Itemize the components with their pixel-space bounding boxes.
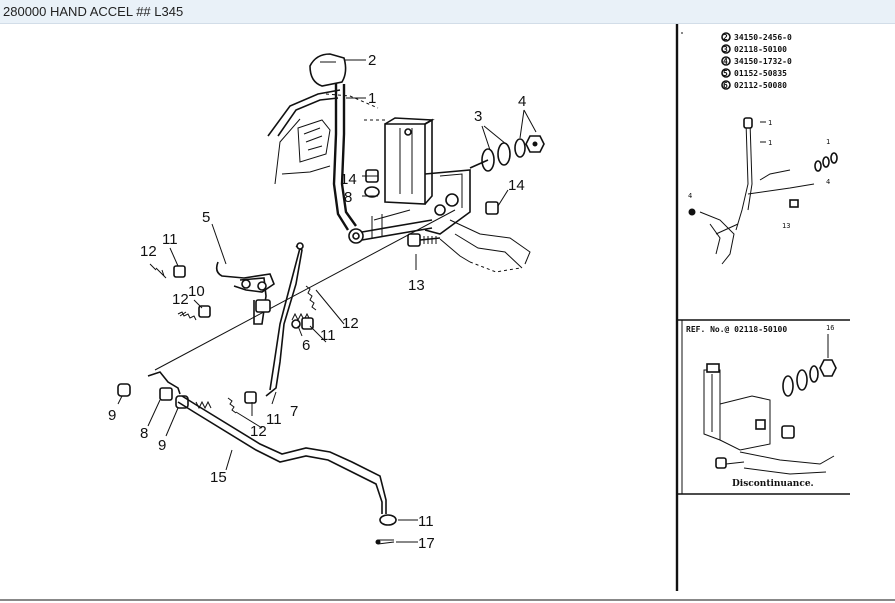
callout-11-rod-end: 11 — [418, 513, 434, 530]
ref-part-3: 34150-1732-0 — [734, 57, 792, 66]
callout-9-left: 9 — [108, 407, 116, 424]
page-title: 280000 HAND ACCEL ## L345 — [3, 4, 184, 19]
inset-panels: 2 34150-2456-0 3 02118-50100 4 34150-173… — [675, 24, 850, 591]
inset-top-label-2: 1 — [768, 139, 772, 147]
nut-stack-4 — [514, 135, 545, 158]
callout-11-lower: 11 — [266, 411, 282, 428]
callout-12-left: 12 — [140, 243, 157, 260]
body-panel-outline — [267, 89, 385, 185]
callout-7: 7 — [290, 403, 298, 420]
callout-5: 5 — [202, 209, 210, 226]
callout-8-lower: 8 — [140, 425, 148, 442]
ref-num-4: 5 — [723, 69, 728, 78]
ref-num-1: 2 — [723, 33, 728, 42]
callout-13: 13 — [408, 277, 425, 294]
pin-12-left — [155, 267, 167, 279]
callout-9-lower: 9 — [158, 437, 166, 454]
bell-crank-5 — [215, 261, 275, 325]
control-rod-7 — [265, 242, 304, 397]
inset-note: Discontinuance. — [732, 479, 814, 489]
nut-14-right — [485, 201, 499, 215]
callout-12-lower: 12 — [250, 423, 267, 440]
bolt-13 — [407, 233, 441, 247]
callout-2: 2 — [368, 52, 376, 69]
link-arm-8 — [147, 371, 181, 401]
callout-8-upper: 8 — [344, 189, 352, 206]
lever-knob — [309, 53, 347, 87]
callout-3: 3 — [474, 108, 482, 125]
callout-15: 15 — [210, 469, 227, 486]
inset-top-label-4: 4 — [826, 178, 830, 186]
reference-list: 2 34150-2456-0 3 02118-50100 4 34150-173… — [721, 32, 792, 90]
hand-lever — [332, 82, 364, 244]
callout-1: 1 — [368, 90, 376, 107]
title-bar: 280000 HAND ACCEL ## L345 — [0, 0, 895, 24]
callout-17: 17 — [418, 535, 435, 552]
nut-11-lower — [244, 391, 257, 404]
inset-top-label-3: 1 — [826, 138, 830, 146]
inset-top-label-5: 4 — [688, 192, 692, 200]
callout-labels: 2 1 3 4 14 8 14 13 5 11 12 10 12 6 11 12… — [108, 52, 526, 552]
callout-14-upper: 14 — [340, 171, 357, 188]
callout-14-right: 14 — [508, 177, 525, 194]
callout-10: 10 — [188, 283, 205, 300]
pivot-shaft — [361, 209, 433, 241]
ref-part-2: 02118-50100 — [734, 45, 787, 54]
inset-callout-16: 16 — [826, 324, 834, 332]
ref-num-3: 4 — [723, 57, 728, 66]
inset-ref-text: REF. No.@ 02118-50100 — [686, 325, 787, 334]
leader-lines — [117, 59, 537, 543]
ref-num-2: 3 — [723, 45, 728, 54]
main-diagram: 2 1 3 4 14 8 14 13 5 11 12 10 12 6 11 12… — [108, 52, 545, 552]
callout-11-center: 11 — [320, 327, 336, 344]
washer-11-rod-end — [379, 514, 397, 526]
washer-10 — [198, 305, 211, 318]
mounting-bracket — [384, 117, 531, 273]
nut-11-left — [173, 265, 186, 278]
inset-bottom-drawing: REF. No.@ 02118-50100 16 Discontinuance. — [686, 324, 837, 489]
spring-12-right — [305, 285, 317, 311]
inset-top-label-1: 1 — [768, 119, 772, 127]
inset-top-drawing: 1 1 1 4 4 13 — [688, 117, 838, 265]
inset-top-label-6: 13 — [782, 222, 790, 230]
ref-part-1: 34150-2456-0 — [734, 33, 792, 42]
washer-8-upper — [364, 186, 380, 198]
pin-12-lower — [227, 397, 237, 414]
nut-9-left — [117, 383, 131, 397]
callout-12-lower-left: 12 — [172, 291, 189, 308]
callout-11-left: 11 — [162, 231, 178, 248]
spring-12-lower — [177, 311, 197, 321]
ref-part-5: 02112-50080 — [734, 81, 787, 90]
callout-4: 4 — [518, 93, 526, 110]
ref-part-4: 01152-50835 — [734, 69, 787, 78]
washer-stack-3 — [469, 142, 511, 172]
callout-12-right: 12 — [342, 315, 359, 332]
parts-diagram: 2 1 3 4 14 8 14 13 5 11 12 10 12 6 11 12… — [0, 24, 895, 601]
ref-num-5: 6 — [723, 81, 728, 90]
throttle-rod-15 — [177, 395, 387, 514]
callout-6: 6 — [302, 337, 310, 354]
cotter-pin-17 — [375, 539, 395, 545]
assembly-line — [154, 209, 456, 371]
